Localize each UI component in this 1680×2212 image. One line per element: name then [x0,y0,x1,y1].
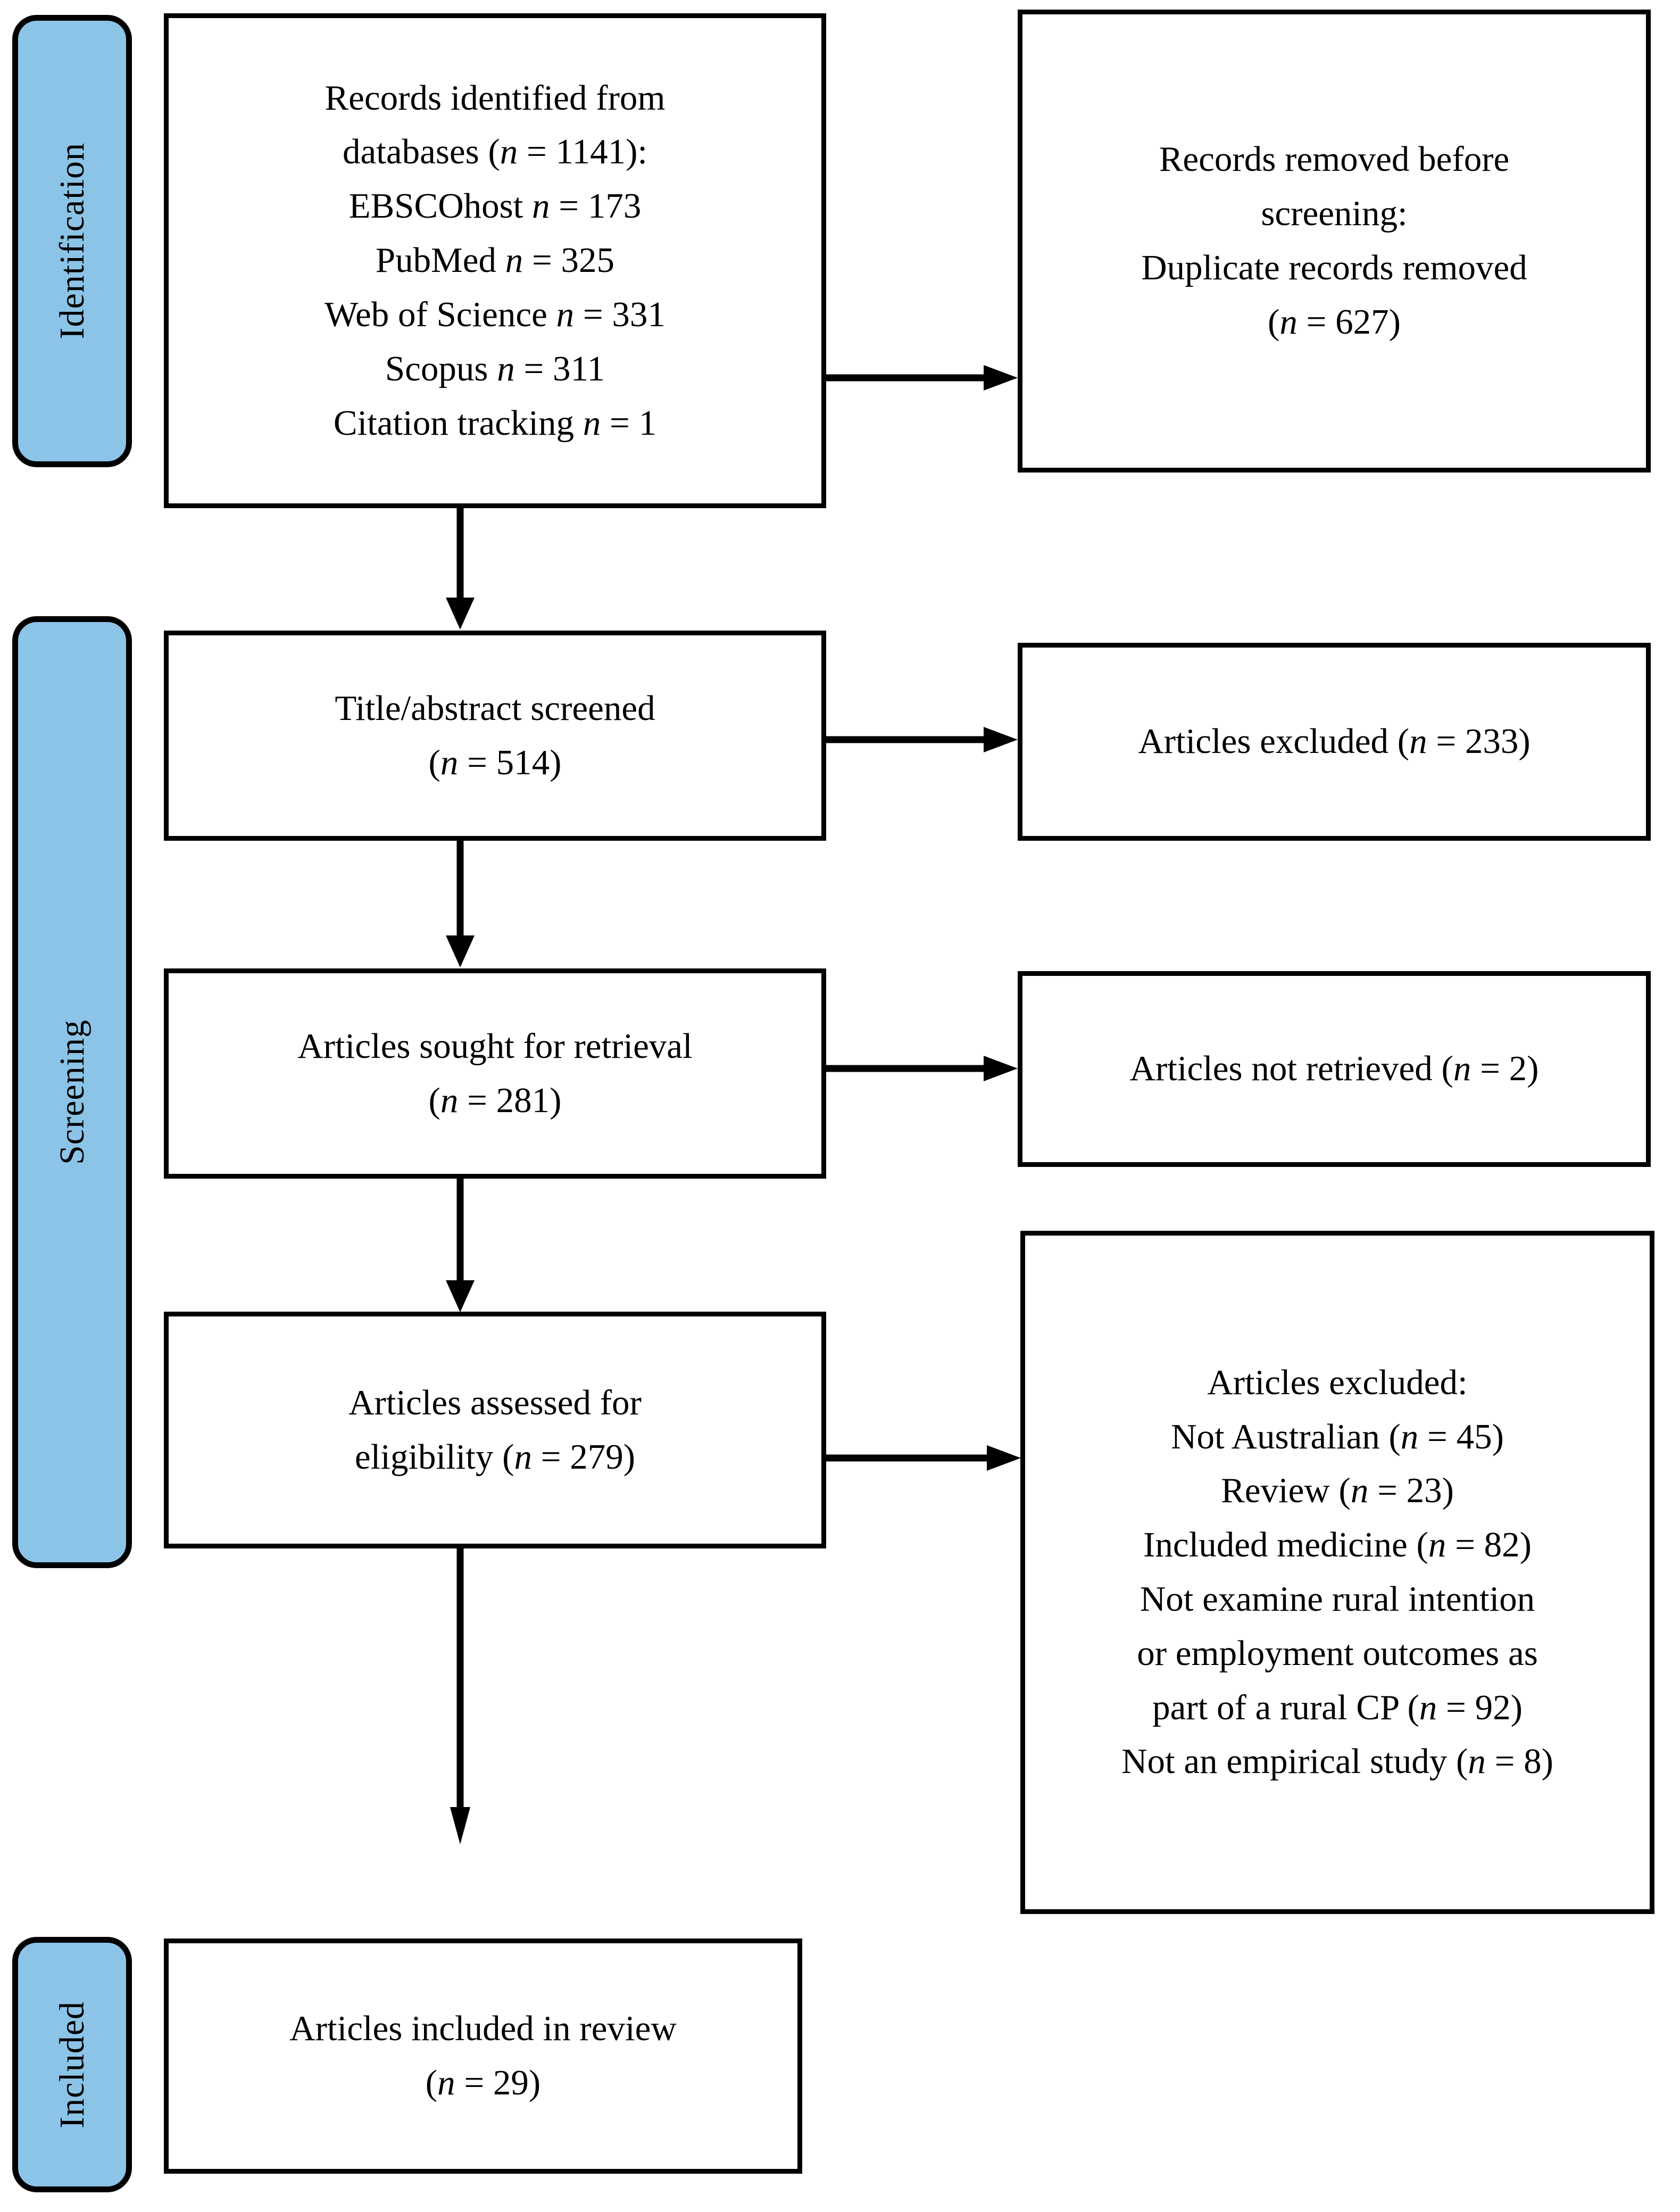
text-line: eligibility (n = 279) [354,1437,636,1477]
text-line: Not Australian (n = 45) [1171,1416,1504,1456]
text-line: Duplicate records removed [1141,248,1527,287]
text-line: PubMed n = 325 [375,241,615,280]
text-line: Records removed before [1159,139,1510,179]
box-articles-not-retrieved-text: Articles not retrieved (n = 2) [1116,1042,1553,1096]
box-articles-excluded-screening: Articles excluded (n = 233) [1018,643,1651,841]
arrow-assessed-to-excluded [826,1442,1024,1474]
stage-label-screening: Screening [52,1020,92,1165]
box-articles-included-in-review: Articles included in review (n = 29) [164,1938,802,2174]
arrow-identified-to-removed [826,362,1021,394]
box-records-identified: Records identified from databases (n = 1… [164,13,826,508]
text-line: screening: [1261,194,1408,234]
box-articles-assessed-for-eligibility-text: Articles assessed for eligibility (n = 2… [335,1376,655,1485]
stage-bar-screening: Screening [12,616,132,1568]
box-articles-assessed-for-eligibility: Articles assessed for eligibility (n = 2… [164,1312,826,1548]
text-line: Included medicine (n = 82) [1143,1525,1532,1565]
text-line: databases (n = 1141): [342,132,647,172]
text-line: (n = 627) [1268,302,1401,342]
box-records-removed-text: Records removed before screening: Duplic… [1127,132,1541,349]
text-line: Not examine rural intention [1140,1579,1535,1619]
stage-label-identification: Identification [52,143,92,339]
text-line: Articles excluded (n = 233) [1138,722,1531,761]
box-articles-sought-for-retrieval: Articles sought for retrieval (n = 281) [164,968,826,1179]
text-line: part of a rural CP (n = 92) [1152,1687,1523,1727]
box-articles-not-retrieved: Articles not retrieved (n = 2) [1018,971,1651,1167]
box-records-identified-text: Records identified from databases (n = 1… [311,71,679,451]
arrow-assessed-to-included [442,1548,479,1846]
text-line: EBSCOhost n = 173 [348,186,642,226]
stage-label-included: Included [52,2001,92,2128]
text-line: Review (n = 23) [1221,1471,1454,1511]
text-line: or employment outcomes as [1137,1633,1538,1673]
text-line: (n = 29) [425,2063,541,2102]
box-title-abstract-screened-text: Title/abstract screened (n = 514) [321,682,669,790]
box-articles-included-in-review-text: Articles included in review (n = 29) [276,2002,690,2110]
text-line: (n = 514) [428,742,562,782]
text-line: Records identified from [325,78,666,118]
text-line: Not an empirical study (n = 8) [1121,1742,1553,1782]
arrow-screened-to-excluded [826,724,1021,756]
box-title-abstract-screened: Title/abstract screened (n = 514) [164,631,826,841]
text-line: Title/abstract screened [335,688,655,728]
box-articles-sought-for-retrieval-text: Articles sought for retrieval (n = 281) [284,1020,706,1128]
text-line: (n = 281) [428,1080,562,1120]
box-articles-excluded-eligibility: Articles excluded: Not Australian (n = 4… [1020,1231,1654,1914]
text-line: Articles not retrieved (n = 2) [1129,1049,1539,1089]
text-line: Web of Science n = 331 [325,294,666,334]
arrow-sought-to-not-retrieved [826,1053,1021,1084]
text-line: Articles excluded: [1207,1362,1468,1402]
text-line: Articles assessed for [348,1382,642,1422]
text-line: Articles sought for retrieval [297,1026,693,1066]
box-articles-excluded-eligibility-text: Articles excluded: Not Australian (n = 4… [1108,1356,1567,1790]
arrow-identified-to-screened [442,508,479,632]
box-records-removed: Records removed before screening: Duplic… [1018,10,1651,473]
box-articles-excluded-screening-text: Articles excluded (n = 233) [1124,715,1544,769]
text-line: Scopus n = 311 [385,349,605,388]
text-line: Citation tracking n = 1 [333,403,657,443]
arrow-screened-to-sought [442,841,479,970]
text-line: Articles included in review [289,2009,677,2049]
stage-bar-included: Included [12,1937,132,2192]
arrow-sought-to-assessed [442,1179,479,1314]
stage-bar-identification: Identification [12,15,132,467]
